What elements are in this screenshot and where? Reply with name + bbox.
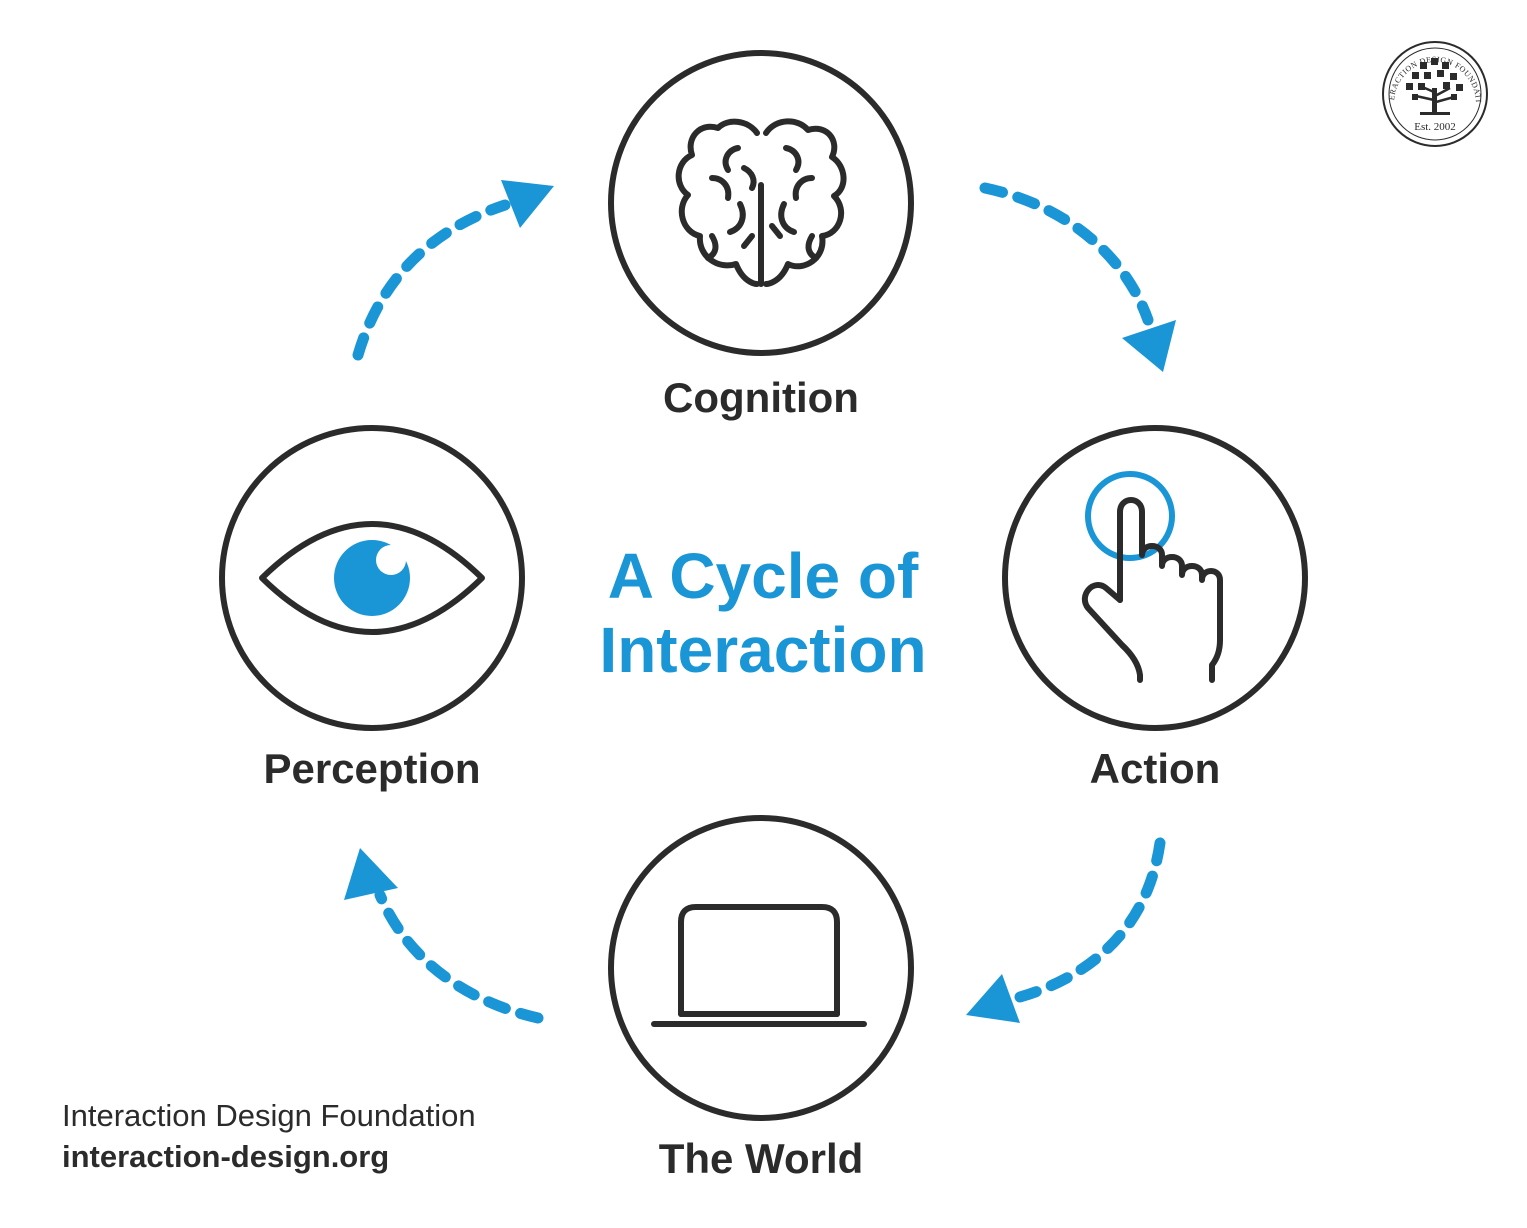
node-cognition: Cognition <box>608 50 914 421</box>
title-line-1: A Cycle of <box>608 540 919 612</box>
title-line-2: Interaction <box>599 614 926 686</box>
node-label-perception: Perception <box>263 745 480 792</box>
node-label-cognition: Cognition <box>663 374 859 421</box>
node-world: The World <box>608 815 914 1182</box>
arrow-cognition-to-action <box>979 182 1176 372</box>
seal-established: Est. 2002 <box>1414 121 1456 133</box>
arrow-perception-to-cognition <box>352 180 554 361</box>
footer: Interaction Design Foundation interactio… <box>62 1098 476 1174</box>
arrow-world-to-perception <box>344 848 544 1024</box>
action-circle <box>1002 425 1308 731</box>
arrow-action-to-world <box>966 837 1166 1023</box>
node-perception: Perception <box>219 425 525 792</box>
footer-organization: Interaction Design Foundation <box>62 1098 476 1133</box>
diagram-title: A Cycle of Interaction <box>599 540 926 686</box>
node-label-world: The World <box>659 1135 864 1182</box>
world-circle <box>608 815 914 1121</box>
tree-icon <box>1406 58 1463 115</box>
laptop-icon <box>651 904 867 1027</box>
eye-icon <box>259 521 485 635</box>
brain-icon <box>675 118 847 287</box>
footer-website: interaction-design.org <box>62 1139 389 1174</box>
tap-ring <box>1085 471 1175 561</box>
node-action: Action <box>1002 425 1308 792</box>
node-label-action: Action <box>1090 745 1221 792</box>
pointing-hand-icon <box>1081 471 1223 683</box>
